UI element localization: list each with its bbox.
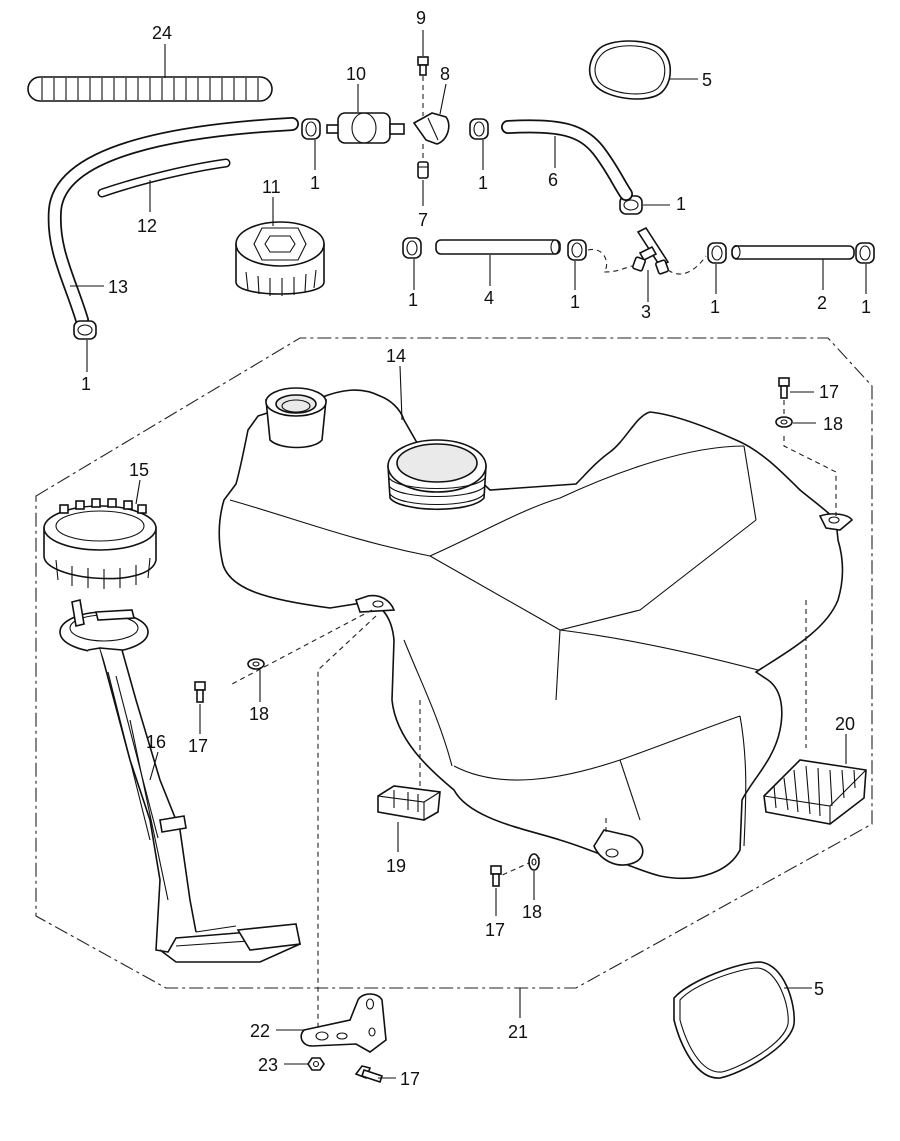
- callout-18: 18: [823, 414, 843, 434]
- callout-19: 19: [386, 856, 406, 876]
- part-1-clamp[interactable]: [707, 242, 727, 264]
- part-11-filler-cap[interactable]: [235, 221, 325, 296]
- part-5-pad[interactable]: [673, 961, 795, 1079]
- part-23-nut[interactable]: [307, 1057, 325, 1071]
- callout-16: 16: [146, 732, 166, 752]
- part-1-clamp[interactable]: [402, 237, 422, 259]
- callout-1: 1: [478, 173, 488, 193]
- callout-1: 1: [861, 297, 871, 317]
- part-24-corrugated-hose[interactable]: [27, 76, 273, 102]
- callout-17: 17: [400, 1069, 420, 1089]
- callout-20: 20: [835, 714, 855, 734]
- callout-15: 15: [129, 460, 149, 480]
- part-1-clamp[interactable]: [567, 239, 587, 261]
- part-2-hose[interactable]: [731, 244, 855, 260]
- part-5-pad[interactable]: [588, 40, 672, 100]
- callout-1: 1: [676, 194, 686, 214]
- callout-17: 17: [188, 736, 208, 756]
- part-1-clamp[interactable]: [855, 242, 875, 264]
- callout-8: 8: [440, 64, 450, 84]
- part-1-clamp[interactable]: [469, 118, 489, 140]
- part-21-assembly-outline: [35, 337, 873, 989]
- part-17-screw[interactable]: [194, 681, 206, 703]
- part-22-bracket[interactable]: [300, 993, 387, 1053]
- callout-18: 18: [249, 704, 269, 724]
- part-7-plug[interactable]: [417, 161, 429, 179]
- callout-23: 23: [258, 1055, 278, 1075]
- part-14-fuel-tank[interactable]: [218, 387, 854, 880]
- part-6-hose[interactable]: [501, 119, 633, 201]
- callout-4: 4: [484, 288, 494, 308]
- callout-5: 5: [702, 70, 712, 90]
- part-10-fuel-filter[interactable]: [326, 112, 405, 144]
- part-17-screw[interactable]: [778, 377, 790, 399]
- part-18-washer[interactable]: [247, 658, 265, 670]
- callout-17: 17: [485, 920, 505, 940]
- callout-6: 6: [548, 170, 558, 190]
- callout-1: 1: [710, 297, 720, 317]
- part-17-screw[interactable]: [490, 865, 502, 887]
- callout-12: 12: [137, 216, 157, 236]
- callout-22: 22: [250, 1021, 270, 1041]
- part-4-hose[interactable]: [435, 239, 561, 255]
- part-1-clamp[interactable]: [73, 320, 97, 340]
- callout-1: 1: [408, 290, 418, 310]
- callout-14: 14: [386, 346, 406, 366]
- part-15-locking-ring[interactable]: [43, 498, 157, 589]
- callout-17: 17: [819, 382, 839, 402]
- part-13-hose[interactable]: [47, 117, 299, 327]
- part-17-screw[interactable]: [354, 1065, 384, 1084]
- part-19-pad-block[interactable]: [377, 785, 441, 821]
- part-3-tee-connector[interactable]: [632, 226, 670, 275]
- callout-1: 1: [570, 292, 580, 312]
- callout-18: 18: [522, 902, 542, 922]
- callout-13: 13: [108, 277, 128, 297]
- callout-9: 9: [416, 8, 426, 28]
- callout-5: 5: [814, 979, 824, 999]
- part-8-bracket[interactable]: [412, 112, 450, 145]
- callout-1: 1: [310, 173, 320, 193]
- callout-21: 21: [508, 1022, 528, 1042]
- callout-24: 24: [152, 23, 172, 43]
- part-1-clamp[interactable]: [301, 118, 321, 140]
- callout-7: 7: [418, 210, 428, 230]
- part-12-hose[interactable]: [97, 158, 231, 198]
- callout-1: 1: [81, 374, 91, 394]
- part-18-washer[interactable]: [528, 853, 540, 871]
- callout-2: 2: [817, 293, 827, 313]
- part-20-ribbed-pad[interactable]: [763, 759, 867, 825]
- callout-3: 3: [641, 302, 651, 322]
- part-16-fuel-pump-sender[interactable]: [59, 599, 301, 963]
- callout-11: 11: [262, 177, 281, 197]
- part-18-washer[interactable]: [775, 416, 793, 428]
- callout-labels: 24 9 10 8 5 1 1 6 1 11 12 7 13 1 4 1 3 1…: [81, 8, 871, 1089]
- part-9-screw[interactable]: [417, 56, 429, 76]
- callout-10: 10: [346, 64, 366, 84]
